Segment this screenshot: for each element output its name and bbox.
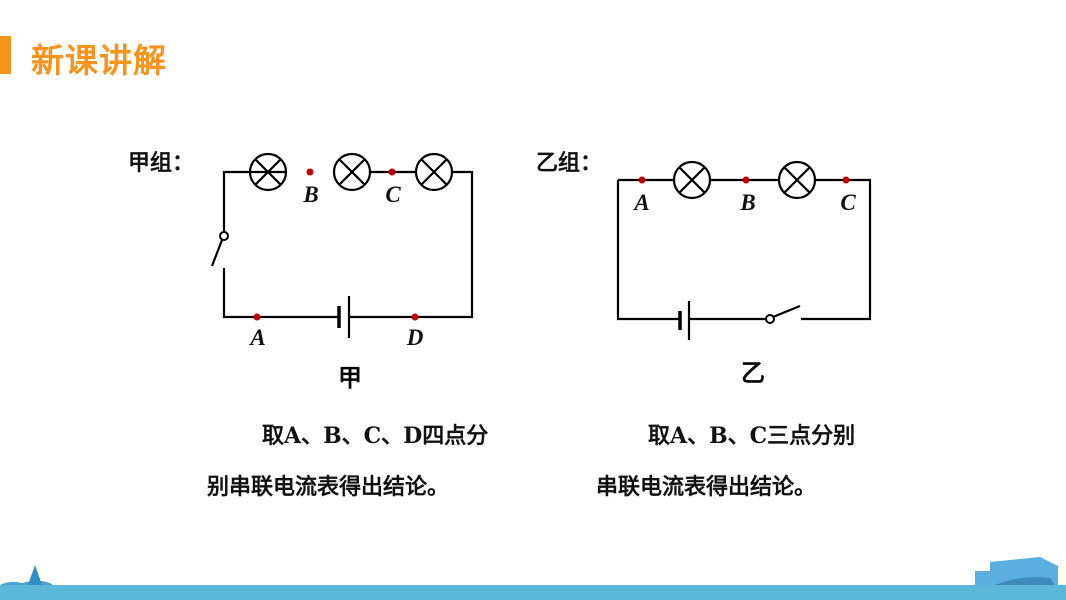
group-b-text-line1: 取A、B、C三点分别 xyxy=(648,423,856,449)
group-a-heading: 甲组： xyxy=(128,150,195,176)
battery-icon xyxy=(337,296,351,338)
point-c-dot xyxy=(842,176,850,184)
point-a-dot xyxy=(253,313,261,321)
circuit-b: A B C 乙 xyxy=(616,160,872,387)
point-c-label: C xyxy=(840,190,856,215)
lamp-icon xyxy=(248,152,288,192)
group-a-text-line1: 取A、B、C、D四点分 xyxy=(262,423,489,449)
point-b-dot xyxy=(306,168,314,176)
footer-band xyxy=(0,585,1066,600)
group-b-text-line2: 串联电流表得出结论。 xyxy=(596,474,817,500)
title-accent-bar xyxy=(0,36,11,74)
circuit-a: B C A D 甲 xyxy=(210,152,474,392)
point-b-label: B xyxy=(739,190,755,215)
point-a-label: A xyxy=(248,325,265,350)
point-c-label: C xyxy=(385,182,401,207)
group-a-text-line2: 别串联电流表得出结论。 xyxy=(207,474,450,500)
page-title: 新课讲解 xyxy=(31,41,167,80)
point-b-label: B xyxy=(302,182,318,207)
tree-icon xyxy=(28,565,42,585)
lamp-icon xyxy=(777,160,817,200)
point-b-dot xyxy=(742,176,750,184)
switch-icon xyxy=(210,231,229,267)
battery-icon xyxy=(678,301,691,340)
lamp-icon xyxy=(414,152,454,192)
point-c-dot xyxy=(388,168,396,176)
circuit-b-caption: 乙 xyxy=(741,358,765,387)
circuit-a-caption: 甲 xyxy=(338,363,362,392)
lamp-icon xyxy=(672,160,712,200)
group-b-heading: 乙组： xyxy=(536,150,603,176)
switch-icon xyxy=(765,304,801,324)
lamp-icon xyxy=(332,152,372,192)
point-d-dot xyxy=(411,313,419,321)
point-d-label: D xyxy=(406,325,424,350)
point-a-label: A xyxy=(632,190,649,215)
point-a-dot xyxy=(638,176,646,184)
